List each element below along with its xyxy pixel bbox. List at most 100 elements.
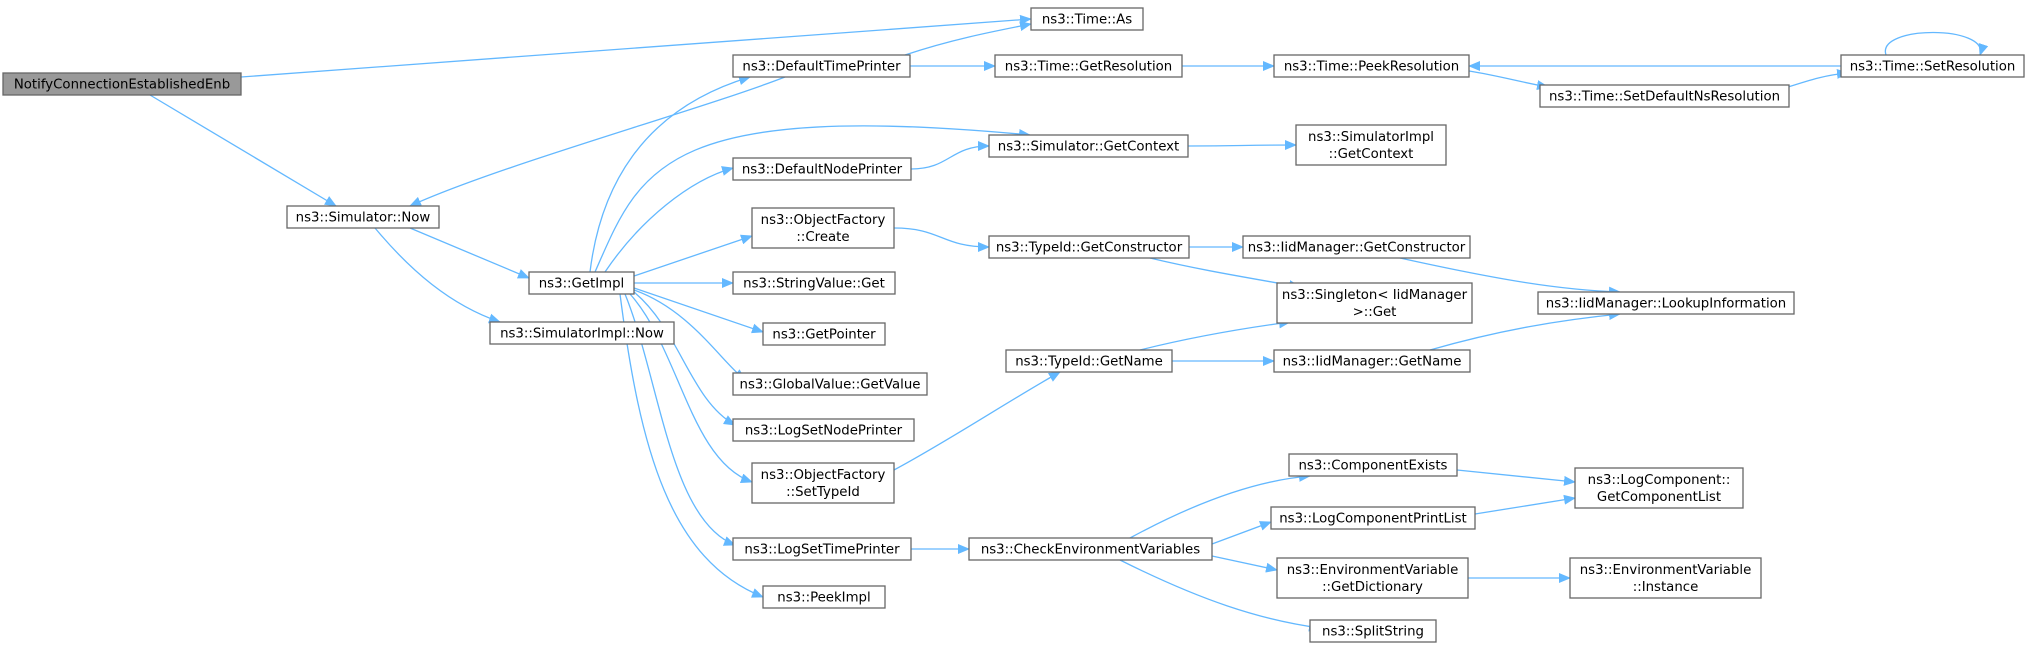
node-box xyxy=(732,54,911,78)
node-label: ns3::LogSetTimePrinter xyxy=(744,543,900,558)
node-box xyxy=(1537,291,1795,315)
node-component-exists[interactable]: ns3::ComponentExists xyxy=(1288,453,1458,477)
edge-path xyxy=(1129,471,1311,539)
node-log-component-print-list[interactable]: ns3::LogComponentPrintList xyxy=(1270,506,1476,530)
node-label: ns3::TypeId::GetConstructor xyxy=(996,241,1183,256)
node-envvar-instance[interactable]: ns3::EnvironmentVariable::Instance xyxy=(1569,557,1762,599)
edge-check_env_vars-to-envvar_get_dictionary xyxy=(1211,555,1278,573)
node-label: ns3::ObjectFactory xyxy=(761,468,886,483)
node-simimpl-get-context[interactable]: ns3::SimulatorImpl::GetContext xyxy=(1295,124,1447,166)
node-log-set-time-printer[interactable]: ns3::LogSetTimePrinter xyxy=(732,537,912,561)
node-envvar-get-dictionary[interactable]: ns3::EnvironmentVariable::GetDictionary xyxy=(1276,557,1469,599)
edge-log_component_print_list-to-logcomponent_get_list xyxy=(1474,494,1576,515)
node-iid-lookup[interactable]: ns3::IidManager::LookupInformation xyxy=(1537,291,1795,315)
node-stringvalue-get[interactable]: ns3::StringValue::Get xyxy=(732,271,896,295)
node-simimpl-now[interactable]: ns3::SimulatorImpl::Now xyxy=(489,321,675,345)
node-label: ns3::Time::SetResolution xyxy=(1850,60,2016,75)
node-label: ns3::GetPointer xyxy=(772,328,876,343)
node-label: ns3::DefaultTimePrinter xyxy=(742,60,901,75)
edge-objfactory_set_typeid-to-typeid_get_name xyxy=(893,371,1061,471)
node-sim-get-context[interactable]: ns3::Simulator::GetContext xyxy=(988,134,1189,158)
node-label: ns3::EnvironmentVariable xyxy=(1580,563,1752,578)
node-check-env-vars[interactable]: ns3::CheckEnvironmentVariables xyxy=(968,537,1213,561)
node-label: ns3::SimulatorImpl::Now xyxy=(500,327,664,342)
node-get-impl[interactable]: ns3::GetImpl xyxy=(528,271,635,295)
node-label: ns3::TypeId::GetName xyxy=(1015,355,1163,370)
node-box xyxy=(1273,54,1470,78)
node-default-node-printer[interactable]: ns3::DefaultNodePrinter xyxy=(732,157,912,181)
node-label: ::SetTypeId xyxy=(786,485,860,500)
edge-time_peek_resolution-to-time_set_default_ns xyxy=(1468,70,1549,90)
node-time-get-resolution[interactable]: ns3::Time::GetResolution xyxy=(994,54,1183,78)
edge-path xyxy=(1429,310,1621,351)
node-label: ns3::Simulator::Now xyxy=(296,211,431,226)
edge-iid_get_name-to-iid_lookup xyxy=(1429,310,1621,351)
node-label: ns3::IidManager::LookupInformation xyxy=(1546,297,1786,312)
node-box xyxy=(732,372,928,396)
node-label: ns3::Simulator::GetContext xyxy=(998,140,1179,155)
edge-path xyxy=(1456,469,1576,486)
edge-path xyxy=(594,125,1031,273)
node-objfactory-create[interactable]: ns3::ObjectFactory::Create xyxy=(751,207,895,249)
node-get-pointer[interactable]: ns3::GetPointer xyxy=(762,322,886,346)
edge-path xyxy=(1211,521,1272,545)
node-box xyxy=(994,54,1183,78)
node-time-as[interactable]: ns3::Time::As xyxy=(1030,7,1144,31)
edge-path xyxy=(633,234,753,277)
node-typeid-get-name[interactable]: ns3::TypeId::GetName xyxy=(1005,349,1173,373)
edge-path xyxy=(1885,31,1989,56)
node-iid-get-name[interactable]: ns3::IidManager::GetName xyxy=(1273,349,1471,373)
node-label: ns3::ComponentExists xyxy=(1298,459,1447,474)
node-root: NotifyConnectionEstablishedEnb xyxy=(2,72,242,96)
node-time-set-default-ns[interactable]: ns3::Time::SetDefaultNsResolution xyxy=(1539,84,1790,108)
node-label: ns3::EnvironmentVariable xyxy=(1287,563,1459,578)
edge-get_impl-to-objfactory_create xyxy=(633,234,753,277)
node-box xyxy=(1273,349,1471,373)
node-sim-now[interactable]: ns3::Simulator::Now xyxy=(286,205,440,229)
node-label: ns3::StringValue::Get xyxy=(743,277,885,292)
edge-get_impl-to-default_time_printer xyxy=(589,75,751,273)
node-log-set-node-printer[interactable]: ns3::LogSetNodePrinter xyxy=(732,418,915,442)
edge-path xyxy=(604,166,734,273)
node-typeid-get-constructor[interactable]: ns3::TypeId::GetConstructor xyxy=(988,235,1190,259)
node-default-time-printer[interactable]: ns3::DefaultTimePrinter xyxy=(732,54,911,78)
node-label: ::GetDictionary xyxy=(1322,580,1423,595)
edge-check_env_vars-to-component_exists xyxy=(1129,471,1311,539)
node-label: ns3::Time::PeekResolution xyxy=(1284,60,1459,75)
node-box xyxy=(1309,619,1437,643)
edge-path xyxy=(904,21,1032,56)
node-label: ns3::IidManager::GetName xyxy=(1283,355,1462,370)
node-logcomponent-get-list[interactable]: ns3::LogComponent::GetComponentList xyxy=(1574,467,1744,509)
node-box xyxy=(1295,124,1447,166)
edge-path xyxy=(893,371,1061,471)
edge-objfactory_create-to-typeid_get_constructor xyxy=(893,227,990,252)
node-objfactory-set-typeid[interactable]: ns3::ObjectFactory::SetTypeId xyxy=(751,462,895,504)
node-box xyxy=(1288,453,1458,477)
node-box xyxy=(762,585,886,609)
edge-get_impl-to-sim_get_context xyxy=(594,125,1031,273)
node-globalvalue-get-value[interactable]: ns3::GlobalValue::GetValue xyxy=(732,372,928,396)
node-label: >::Get xyxy=(1353,305,1397,320)
edge-path xyxy=(1119,559,1321,632)
edge-typeid_get_name-to-singleton_get xyxy=(1139,318,1291,351)
node-label: ns3::PeekImpl xyxy=(777,591,870,606)
node-box xyxy=(1242,235,1471,259)
node-box xyxy=(732,537,912,561)
edge-path xyxy=(240,14,1032,78)
node-split-string[interactable]: ns3::SplitString xyxy=(1309,619,1437,643)
node-time-set-resolution[interactable]: ns3::Time::SetResolution xyxy=(1840,54,2025,78)
node-time-peek-resolution[interactable]: ns3::Time::PeekResolution xyxy=(1273,54,1470,78)
edge-path xyxy=(633,289,746,381)
node-box xyxy=(968,537,1213,561)
node-label: ns3::DefaultNodePrinter xyxy=(742,163,903,178)
node-label: ns3::Time::GetResolution xyxy=(1005,60,1172,75)
edge-default_time_printer-to-time_as xyxy=(904,21,1032,56)
node-singleton-get[interactable]: ns3::Singleton< IidManager >::Get xyxy=(1276,282,1473,324)
node-label: ns3::IidManager::GetConstructor xyxy=(1248,241,1466,256)
node-peek-impl[interactable]: ns3::PeekImpl xyxy=(762,585,886,609)
node-iid-get-constructor[interactable]: ns3::IidManager::GetConstructor xyxy=(1242,235,1471,259)
edge-path xyxy=(1468,70,1549,90)
edge-default_time_printer-to-sim_now xyxy=(409,76,786,207)
node-label: ns3::CheckEnvironmentVariables xyxy=(981,543,1200,558)
